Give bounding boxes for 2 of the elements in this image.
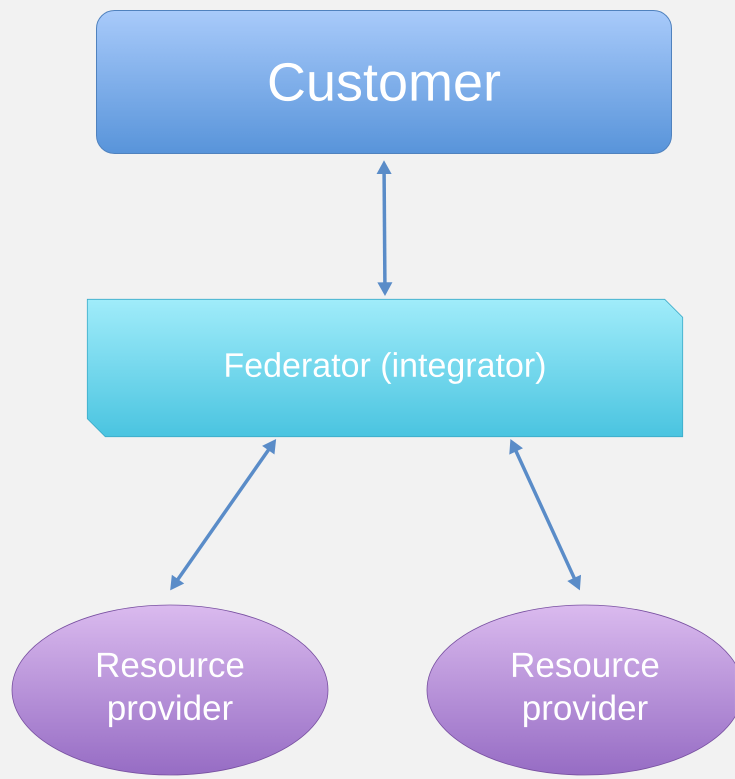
process-box: Federator (integrator) bbox=[86, 298, 684, 438]
customer-box: Customer bbox=[96, 10, 672, 154]
